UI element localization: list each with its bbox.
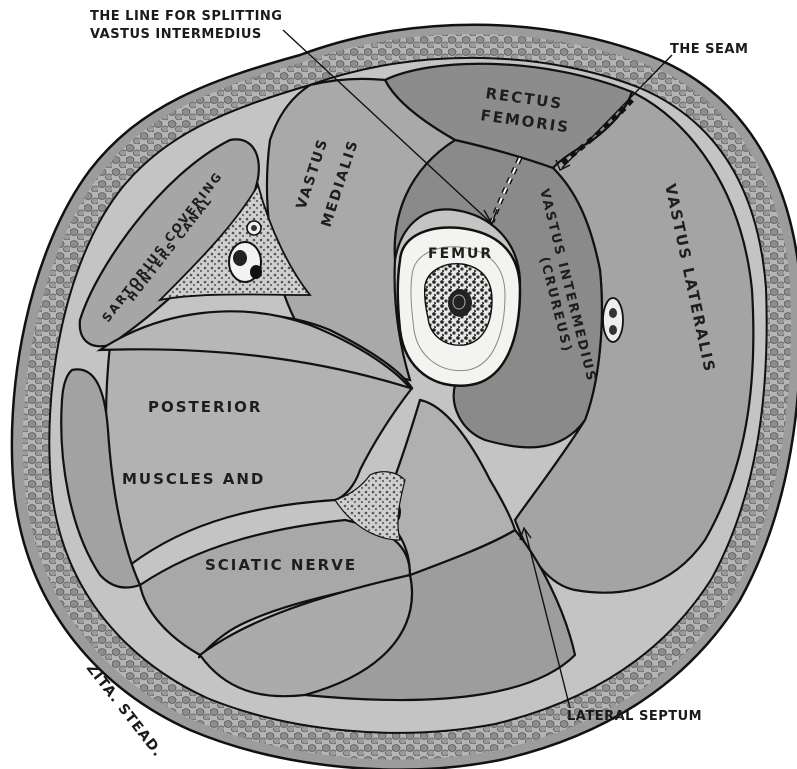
callout-seam: THE SEAM [670, 42, 748, 57]
label-posterior-3: SCIATIC NERVE [205, 556, 357, 574]
label-posterior-2: MUSCLES AND [122, 470, 265, 488]
perforating-vessel [603, 298, 623, 342]
callout-splitting-line-1: THE LINE FOR SPLITTING [90, 9, 282, 24]
callout-lateral-septum: LATERAL SEPTUM [567, 709, 702, 724]
callout-splitting-line-2: VASTUS INTERMEDIUS [90, 27, 262, 42]
label-femur: FEMUR [428, 246, 493, 262]
label-posterior-1: POSTERIOR [148, 398, 262, 416]
